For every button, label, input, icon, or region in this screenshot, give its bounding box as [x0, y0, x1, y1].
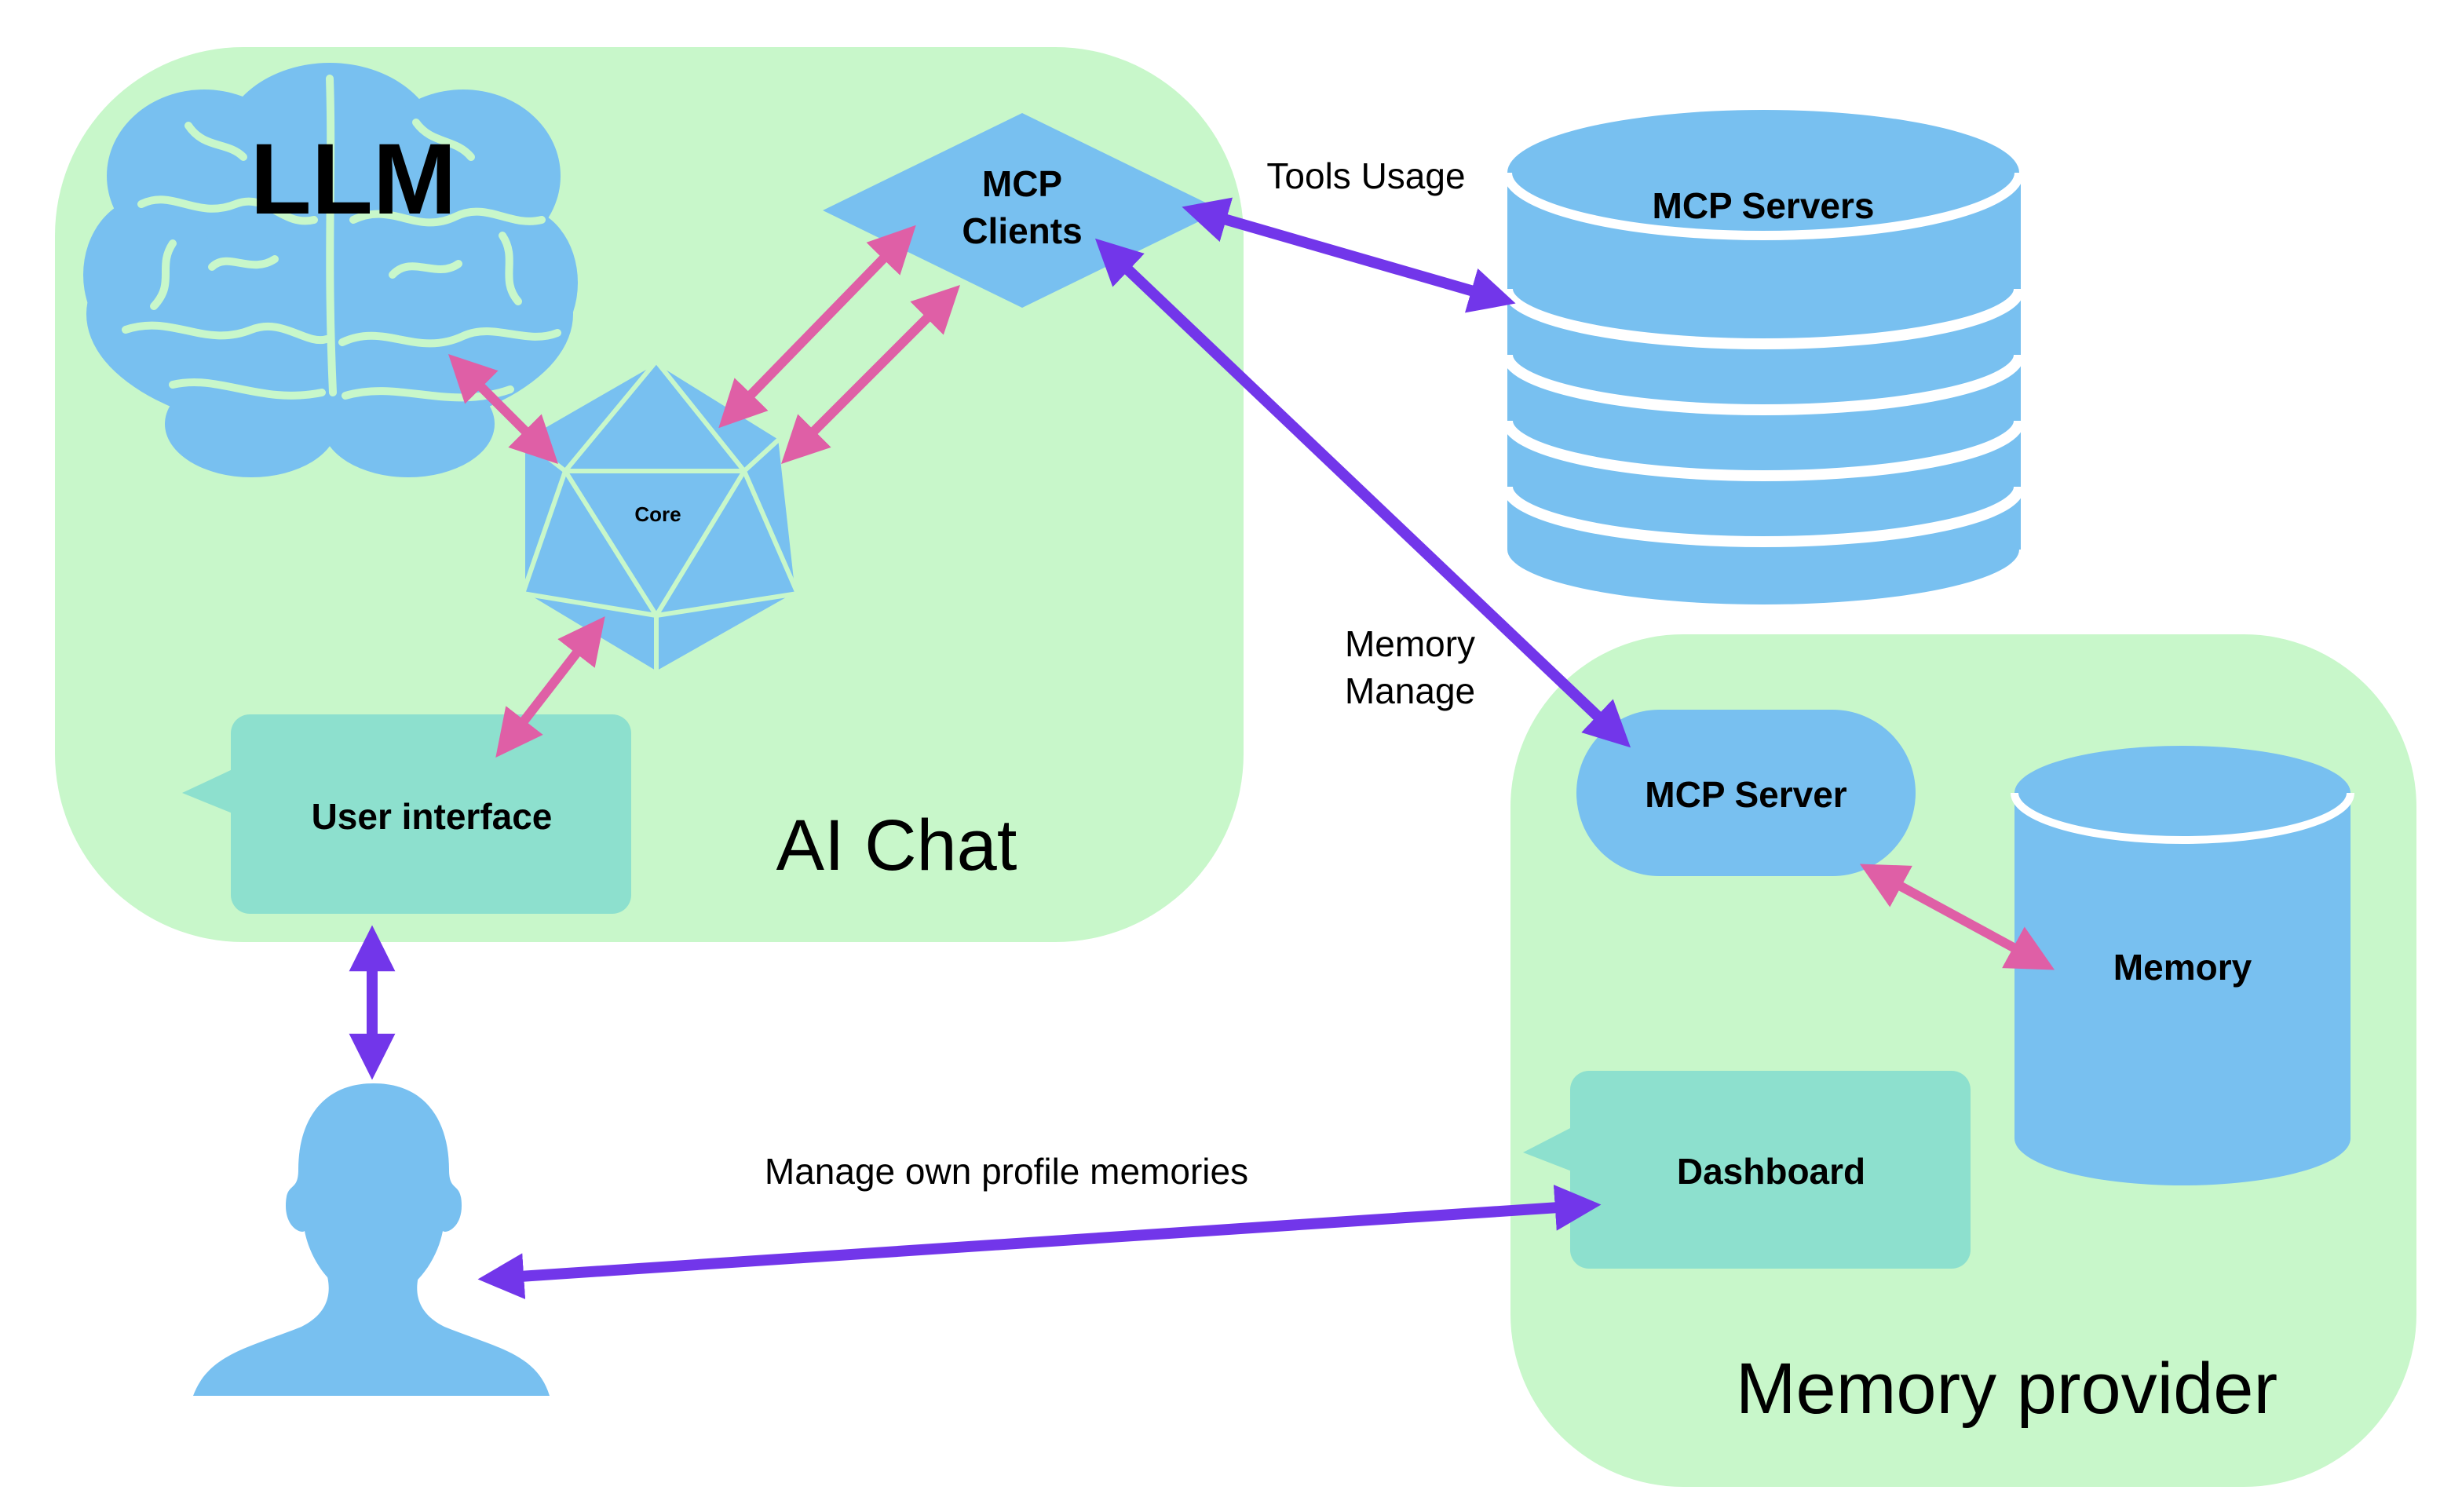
dashboard-bubble: [1523, 1071, 1971, 1269]
mcp-clients-label-line2: Clients: [962, 210, 1082, 251]
cylinder-icon: [2011, 746, 2354, 1185]
user-interface-label: User interface: [312, 796, 553, 837]
arrow-user-dashboard: [477, 1185, 1602, 1299]
manage-own-memories-label: Manage own profile memories: [765, 1151, 1248, 1192]
mcp-clients-label-line1: MCP: [982, 163, 1062, 204]
arrow-mcp-server-memory: [1859, 864, 2055, 970]
icosahedron-icon: [521, 359, 800, 676]
tools-usage-label: Tools Usage: [1266, 155, 1465, 196]
person-icon: [193, 1083, 550, 1396]
memory-provider-label: Memory provider: [1736, 1349, 2277, 1429]
ai-chat-label: AI Chat: [776, 805, 1017, 886]
arrow-core-user-interface: [495, 616, 605, 758]
llm-label: LLM: [250, 123, 457, 236]
memory-label: Memory: [2113, 947, 2252, 988]
arrow-core-mcp-clients-b: [781, 285, 960, 464]
core-label: Core: [634, 502, 681, 526]
brain-icon: [83, 63, 578, 477]
pink-arrows: [448, 225, 2055, 970]
mcp-server-label: MCP Server: [1645, 774, 1847, 815]
user-interface-bubble: [182, 714, 631, 914]
arrow-llm-core: [448, 354, 558, 464]
mcp-servers-label: MCP Servers: [1653, 185, 1875, 226]
memory-manage-label-line1: Memory: [1345, 623, 1475, 664]
mcp-server-pill: [1576, 710, 1916, 876]
arrow-memory-manage: [1094, 238, 1631, 748]
memory-manage-label-line2: Manage: [1345, 670, 1475, 711]
dashboard-label: Dashboard: [1677, 1151, 1865, 1192]
arrow-tools-usage: [1182, 197, 1516, 313]
database-stack-icon: [1502, 110, 2025, 604]
purple-arrows: [349, 197, 1631, 1299]
